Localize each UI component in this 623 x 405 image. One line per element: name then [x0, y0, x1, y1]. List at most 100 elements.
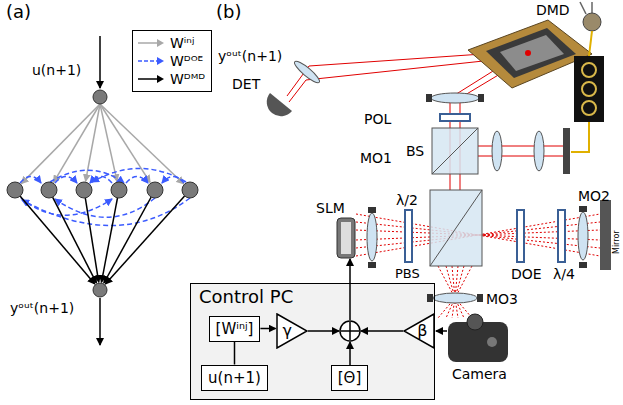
triangle-outline [404, 314, 434, 348]
graphic-part [427, 294, 433, 302]
gain-triangle: β [403, 313, 435, 349]
graphic-part [579, 206, 587, 212]
dmd-chip [468, 20, 592, 88]
graphic-part [440, 114, 470, 121]
graphic-part [349, 259, 351, 320]
mirror [600, 200, 611, 270]
output-weights [20, 196, 185, 284]
graphic-part [20, 196, 95, 284]
legend-text: Wᴰᴹᴰ [170, 71, 205, 87]
legend-row: Wⁱⁿʲ [137, 34, 205, 52]
bias-box: [Θ] [331, 365, 369, 391]
graphic-part [467, 314, 483, 330]
graphic-part [341, 222, 351, 254]
laser-source [571, 2, 604, 152]
graphic-part [438, 266, 472, 318]
graphic-part [432, 128, 478, 174]
legend-sample [137, 55, 165, 67]
graphic-part [349, 322, 351, 340]
graphic-part [100, 104, 184, 184]
legend-line [138, 60, 158, 62]
signal-name: u(n+1) [32, 62, 81, 78]
graphic-part [349, 342, 351, 365]
graphic-part [578, 212, 588, 260]
panel-letter: (b) [216, 2, 241, 22]
slm-device [337, 218, 355, 258]
graphic-part [582, 101, 596, 115]
legend-line [138, 78, 158, 80]
graphic-part [100, 104, 150, 182]
node-text: γ [283, 322, 292, 340]
legend-text: Wᴰᴼᴱ [170, 53, 203, 69]
part-name: BS [406, 143, 424, 159]
graphic-part [433, 293, 477, 303]
graphic-part [162, 177, 184, 184]
graphic-part [292, 59, 322, 86]
part-name: λ/2 [396, 192, 418, 208]
node-text: [Wⁱⁿʲ] [216, 320, 254, 338]
graphic-part [589, 31, 592, 56]
graphic-part [431, 93, 479, 103]
graphic-part [492, 131, 502, 171]
gain-triangle: γ [276, 313, 308, 349]
detector [267, 93, 292, 116]
graphic-part [579, 262, 587, 268]
signal-name: yᵒᵘᵗ(n+1) [218, 48, 282, 64]
graphic-part [478, 156, 563, 157]
part-name: Camera [452, 366, 507, 382]
connector-line [260, 328, 275, 330]
graphic-part [446, 266, 464, 318]
lenses [292, 59, 588, 303]
graphic-part [20, 177, 41, 184]
graphic-part [486, 28, 576, 78]
node-text: β [417, 322, 427, 340]
graphic-part [580, 2, 586, 14]
graphic-part [438, 266, 472, 318]
matrix-box: [Wⁱⁿʲ] [209, 316, 261, 342]
graphic-part [452, 266, 458, 318]
graphic-part [367, 213, 377, 261]
graphic-part [405, 210, 412, 262]
part-name: PBS [395, 266, 420, 281]
pc-wires [308, 259, 447, 365]
graphic-part [477, 294, 483, 302]
part-name: POL [364, 111, 391, 127]
graphic-part [446, 266, 464, 318]
part-name: DOE [511, 266, 542, 282]
graphic-part [308, 330, 339, 332]
node-text: [Θ] [338, 369, 362, 387]
lens-mounts [368, 94, 587, 302]
legend-arrowhead [157, 39, 164, 47]
part-name: MO2 [578, 188, 610, 204]
graphic-part [574, 56, 604, 122]
graphic-part [100, 104, 117, 181]
graphic-part [105, 196, 184, 284]
graphic-part [582, 63, 596, 77]
graphic-part [337, 218, 355, 258]
graphic-part [85, 198, 98, 282]
graphic-part [147, 182, 163, 198]
graphic-part [571, 122, 589, 152]
graphic-part [111, 182, 127, 198]
part-name: DET [232, 76, 260, 92]
graphic-part [582, 82, 596, 96]
panel-heading: Control PC [199, 286, 293, 308]
pc-panel-fill [190, 283, 435, 400]
graphic-part [93, 90, 107, 104]
waveplates [405, 114, 565, 262]
graphic-part [93, 283, 107, 297]
graphic-part [22, 198, 190, 226]
part-name: MO3 [486, 291, 518, 307]
camera [448, 314, 508, 362]
graphic-part [76, 182, 92, 198]
graphic-part [53, 197, 97, 283]
output-arrow [99, 298, 101, 345]
graphic-part [487, 337, 497, 347]
graphic-part [182, 182, 198, 198]
connector-line [234, 342, 236, 365]
graphic-part [500, 35, 564, 71]
graphic-part [92, 169, 186, 183]
